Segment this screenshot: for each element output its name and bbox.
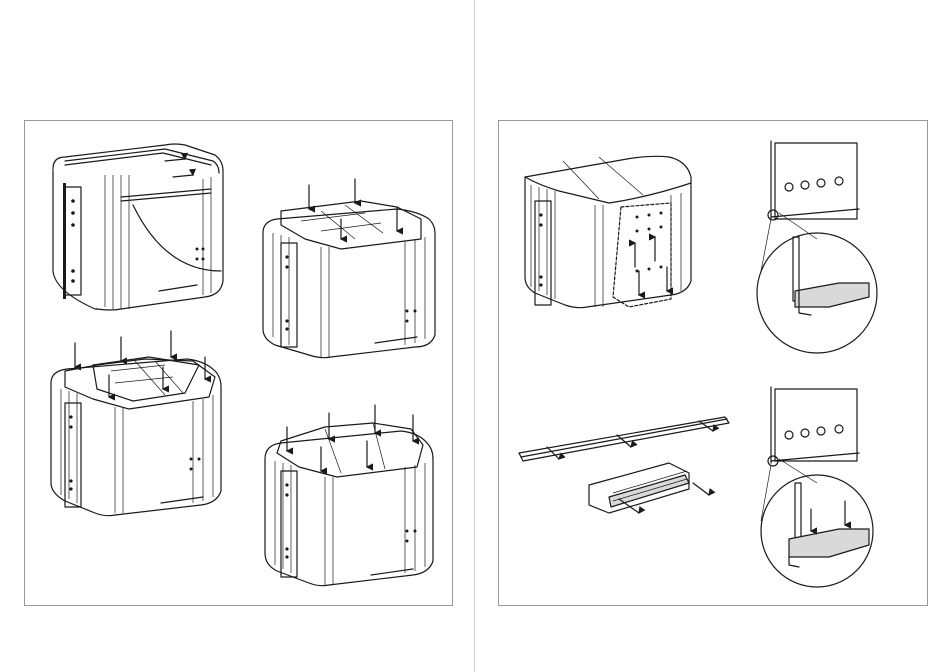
left-panel-drawing <box>25 121 454 607</box>
arrow-diagonal-icon <box>693 483 709 495</box>
rails-step-7 <box>519 417 729 513</box>
left-instruction-panel <box>24 120 453 606</box>
booth-roof-frames-step-3 <box>51 331 221 516</box>
booth-wall-panel-step-5 <box>525 156 691 307</box>
magnify-circle-icon <box>768 210 778 220</box>
right-instruction-panel <box>498 120 928 606</box>
right-panel-drawing <box>499 121 929 607</box>
rail-detail-bottom-step-8 <box>761 387 873 587</box>
panel-detail-top-step-6 <box>757 141 877 353</box>
booth-roof-frames-step-2 <box>263 179 435 358</box>
booth-roof-covers-step-4 <box>265 405 433 586</box>
booth-frame-step-1 <box>53 144 223 310</box>
page-divider <box>474 0 475 672</box>
